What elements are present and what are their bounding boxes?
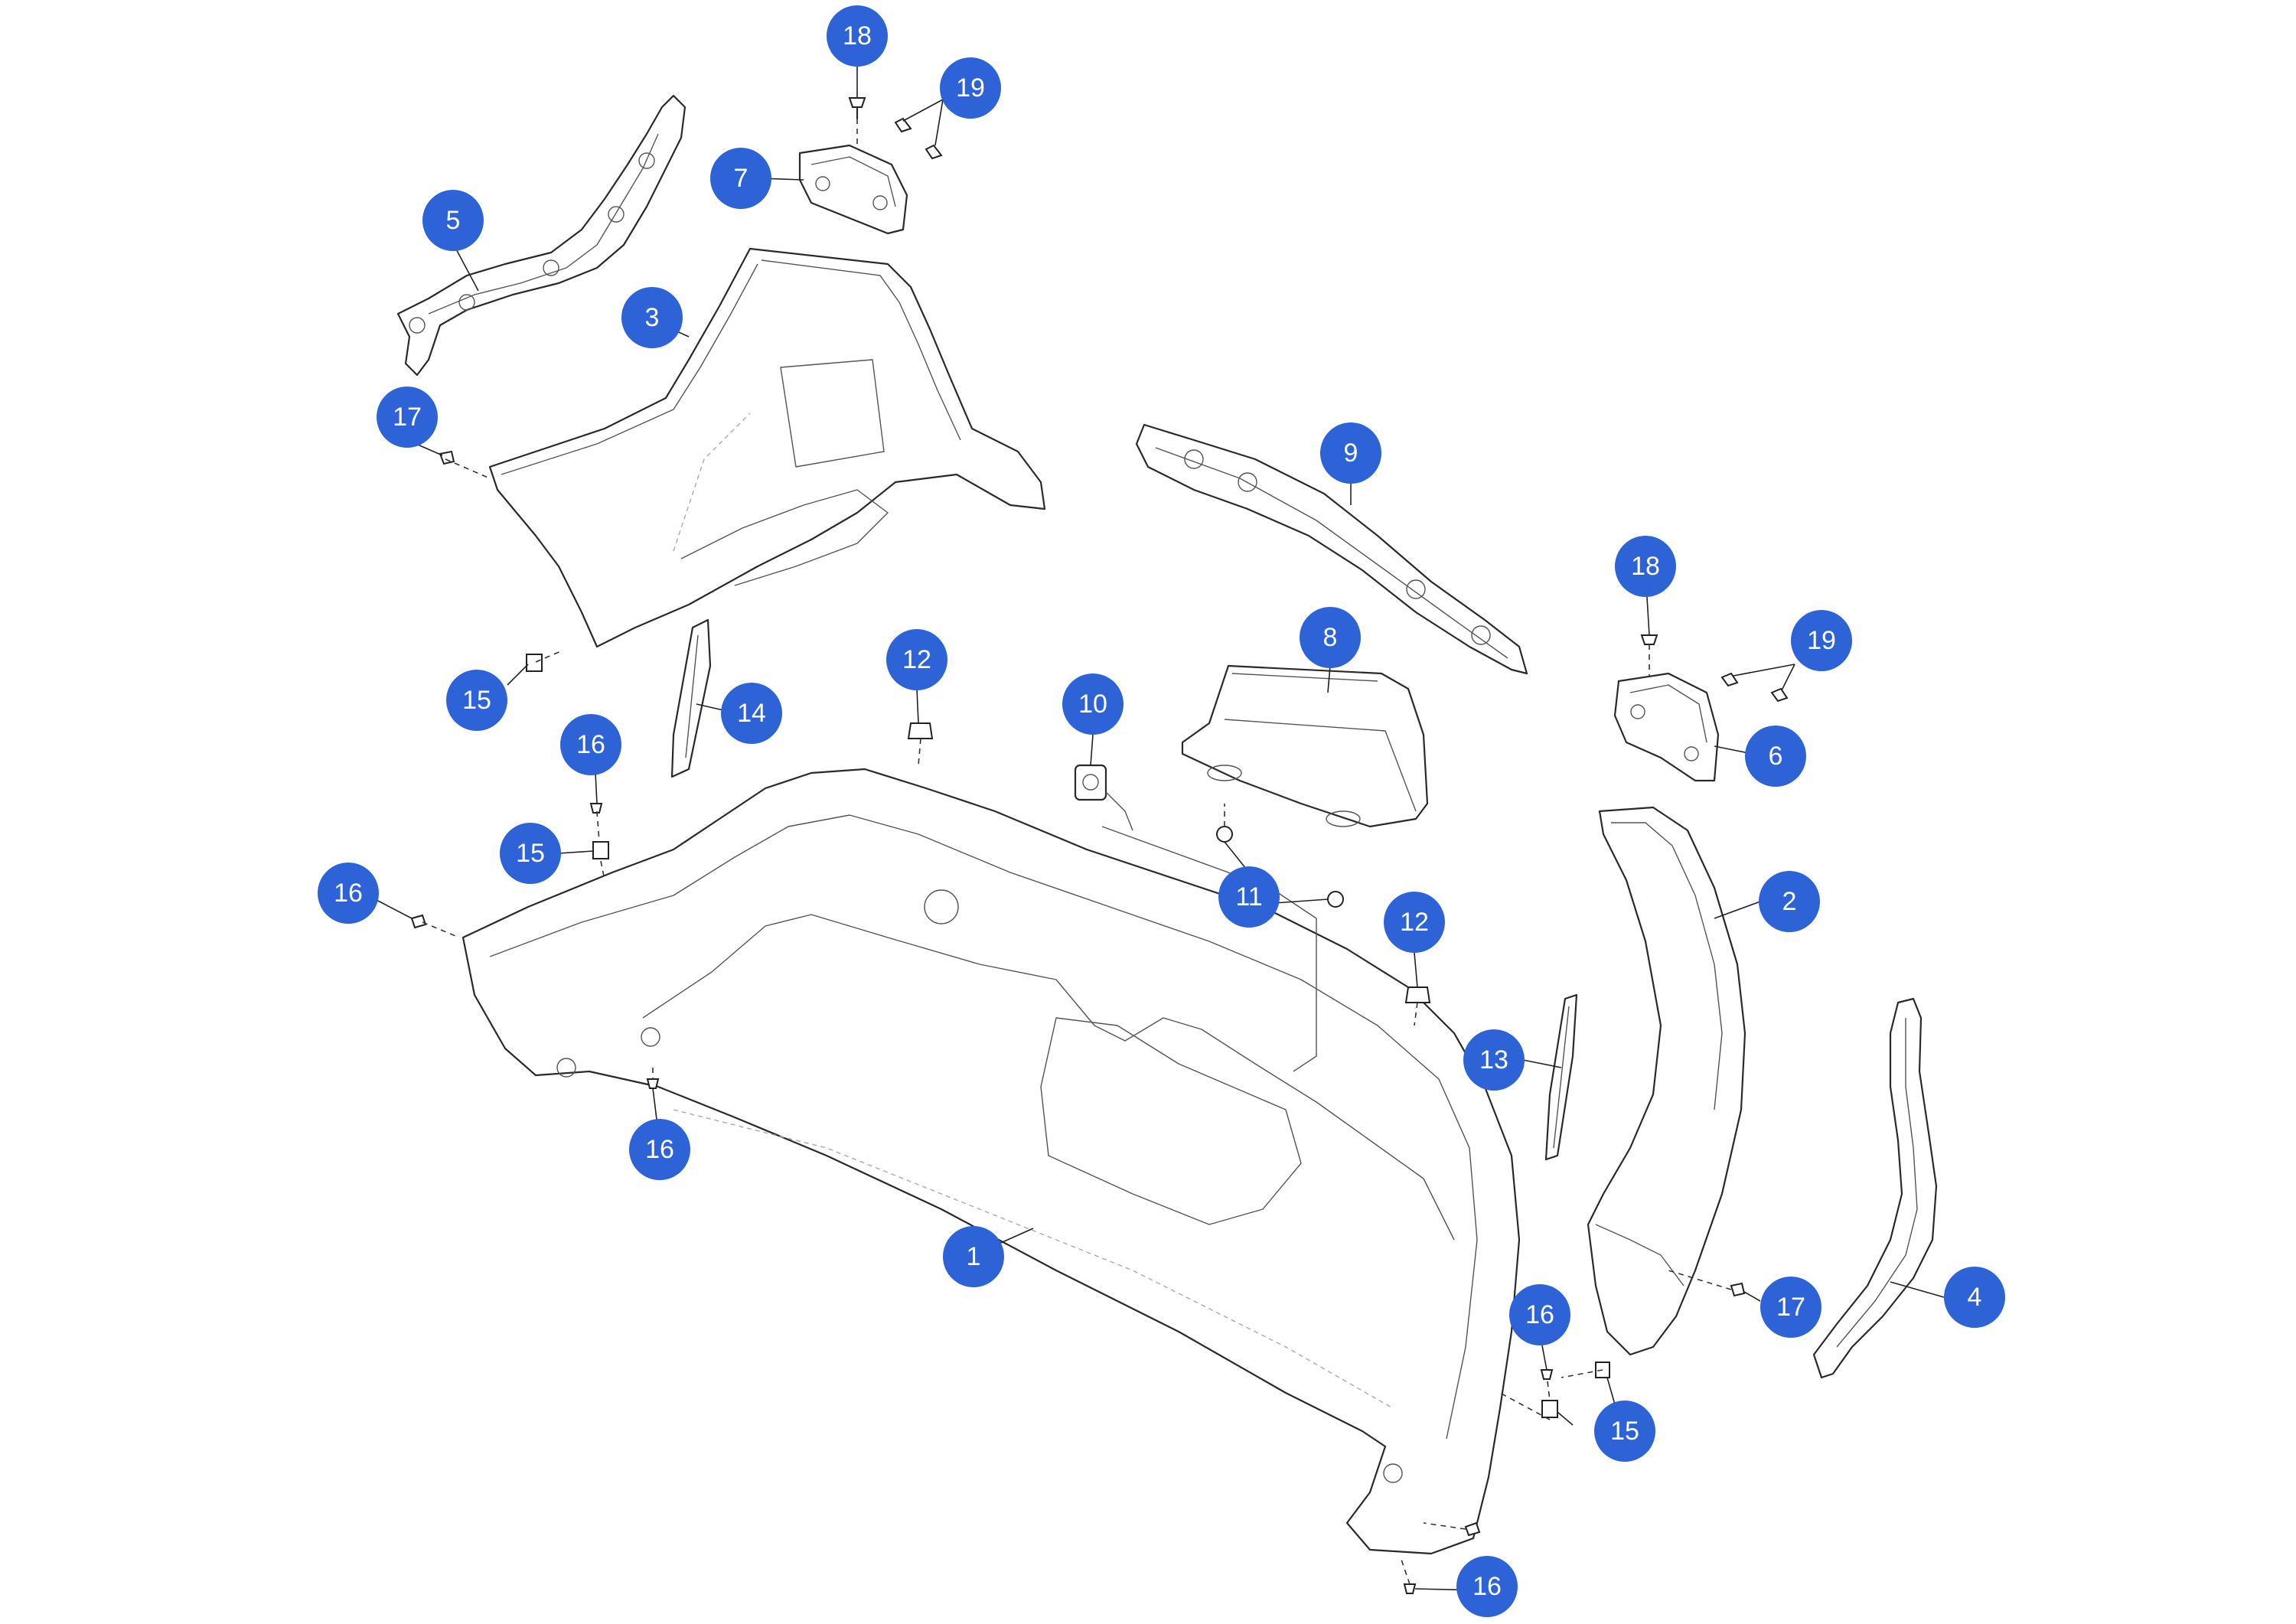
callout-16c[interactable]: 16 (629, 1119, 690, 1180)
callout-17a[interactable]: 17 (377, 386, 438, 448)
callout-12a[interactable]: 12 (886, 629, 947, 690)
part-4-right-bracket (1812, 997, 1938, 1379)
callout-label: 5 (446, 206, 461, 235)
callout-label: 16 (645, 1135, 674, 1164)
callout-19b[interactable]: 19 (1791, 610, 1852, 671)
callout-4[interactable]: 4 (1944, 1267, 2005, 1328)
part-5-left-bracket (396, 94, 687, 377)
callout-17b[interactable]: 17 (1760, 1277, 1821, 1338)
callout-label: 10 (1078, 690, 1107, 719)
callout-9[interactable]: 9 (1320, 422, 1381, 484)
callout-label: 12 (902, 645, 931, 674)
callout-18a[interactable]: 18 (827, 5, 888, 67)
callout-15c[interactable]: 15 (1594, 1401, 1655, 1462)
callout-18b[interactable]: 18 (1615, 536, 1676, 597)
callout-16a[interactable]: 16 (560, 714, 621, 775)
callout-14[interactable]: 14 (721, 683, 782, 744)
callout-label: 4 (1968, 1283, 1982, 1312)
callout-label: 16 (1525, 1300, 1554, 1329)
callout-label: 1 (967, 1242, 981, 1271)
part-7-left-mount-bracket (798, 144, 908, 235)
callout-10[interactable]: 10 (1062, 673, 1124, 735)
callout-label: 15 (516, 839, 545, 868)
part-8-step-plate (1181, 664, 1429, 828)
part-9-rear-beam (1135, 423, 1528, 675)
callout-label: 17 (1776, 1293, 1805, 1322)
callout-16e[interactable]: 16 (1456, 1556, 1518, 1617)
callout-1[interactable]: 1 (943, 1226, 1004, 1287)
callout-label: 15 (1610, 1417, 1639, 1446)
part-2-right-side-cover (1587, 806, 1746, 1356)
fasteners (410, 97, 1789, 1594)
callout-12b[interactable]: 12 (1384, 892, 1445, 953)
callout-label: 2 (1782, 887, 1797, 916)
callout-15b[interactable]: 15 (500, 823, 561, 884)
leader-lines (374, 65, 1945, 1591)
callout-label: 11 (1235, 882, 1262, 911)
part-6-right-mount-bracket (1613, 672, 1720, 782)
callout-16d[interactable]: 16 (1509, 1284, 1570, 1345)
callout-11[interactable]: 11 (1218, 866, 1280, 928)
callout-3[interactable]: 3 (621, 287, 683, 348)
callout-16b[interactable]: 16 (318, 863, 379, 924)
callout-19a[interactable]: 19 (940, 57, 1001, 119)
callout-8[interactable]: 8 (1300, 607, 1361, 668)
callout-label: 18 (1631, 552, 1660, 581)
callout-label: 13 (1479, 1045, 1508, 1075)
callout-label: 16 (576, 730, 605, 759)
callout-label: 19 (956, 73, 985, 103)
callout-label: 8 (1323, 623, 1338, 652)
callout-5[interactable]: 5 (422, 190, 484, 251)
callout-6[interactable]: 6 (1745, 726, 1806, 787)
part-14-left-reflector (670, 618, 712, 778)
callout-15a[interactable]: 15 (446, 670, 507, 731)
callout-label: 12 (1400, 908, 1429, 937)
part-10-sensor (1074, 764, 1133, 831)
callout-label: 14 (737, 699, 766, 728)
callouts: 1 2 3 4 5 6 7 8 9 10 11 12 12 13 14 15 1… (318, 5, 2005, 1617)
callout-label: 6 (1769, 742, 1783, 771)
callout-label: 18 (843, 21, 872, 51)
part-3-upper-cover (488, 247, 1046, 648)
callout-label: 15 (462, 686, 491, 715)
callout-2[interactable]: 2 (1759, 871, 1820, 932)
assembly-lines (422, 119, 1732, 1585)
callout-label: 7 (734, 164, 748, 193)
part-1-lower-bumper (461, 768, 1521, 1555)
callout-label: 16 (1473, 1572, 1502, 1601)
callout-label: 16 (334, 879, 363, 908)
callout-13[interactable]: 13 (1463, 1029, 1525, 1091)
callout-label: 9 (1344, 439, 1358, 468)
part-13-right-reflector (1544, 993, 1578, 1161)
callout-label: 3 (645, 303, 660, 332)
callout-label: 19 (1807, 626, 1836, 655)
callout-7[interactable]: 7 (710, 148, 771, 209)
callout-label: 17 (393, 403, 422, 432)
